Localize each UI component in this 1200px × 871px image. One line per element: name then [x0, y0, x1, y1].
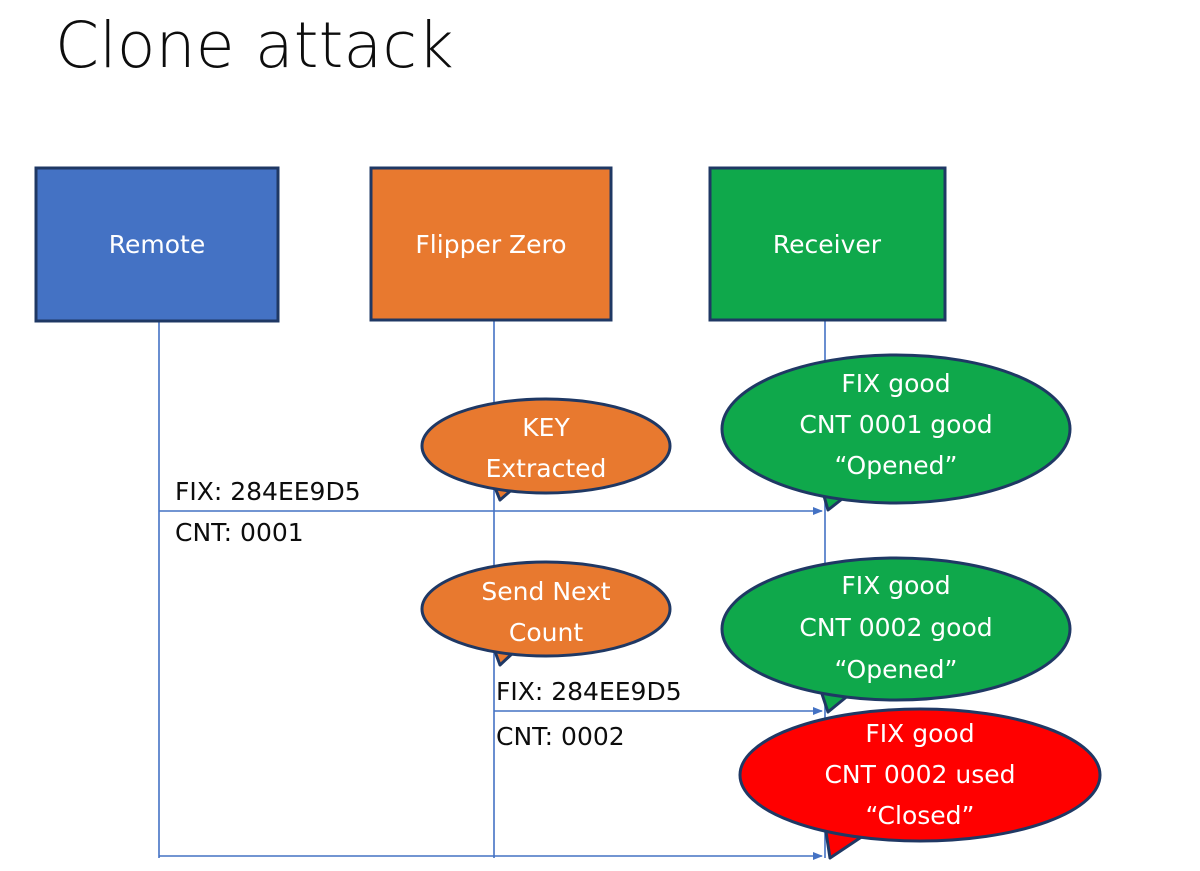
callout-key-extracted-line-2: Extracted	[486, 454, 607, 483]
callout-receiver-cnt-0002-used[interactable]: FIX good CNT 0002 used “Closed”	[738, 707, 1102, 860]
callout-body-key-extracted	[420, 397, 672, 495]
callout-receiver-cnt-0001-line-2: CNT 0001 good	[799, 410, 992, 439]
callout-key-extracted[interactable]: KEY Extracted	[420, 397, 672, 502]
callout-receiver-cnt-0001-line-3: “Opened”	[834, 451, 957, 480]
page-title: Clone attack	[55, 9, 454, 82]
callout-send-next-count-line-2: Count	[509, 618, 583, 647]
callout-body-receiver-cnt-0002-good	[720, 556, 1072, 702]
callout-send-next-count-line-1: Send Next	[481, 577, 610, 606]
callout-key-extracted-line-1: KEY	[522, 413, 570, 442]
actor-box-flipper-zero[interactable]: Flipper Zero	[369, 166, 613, 322]
callout-receiver-cnt-0002-used-line-1: FIX good	[865, 719, 974, 748]
actor-rect-remote	[34, 166, 280, 323]
actor-label-receiver: Receiver	[773, 230, 882, 259]
message-label-1: FIX: 284EE9D5 CNT: 0001	[175, 477, 361, 547]
actor-label-remote: Remote	[109, 230, 205, 259]
message-1-fix: FIX: 284EE9D5	[175, 477, 361, 506]
callout-send-next-count[interactable]: Send Next Count	[420, 560, 672, 667]
callout-receiver-cnt-0002-used-line-2: CNT 0002 used	[824, 760, 1015, 789]
message-1-cnt: CNT: 0001	[175, 518, 304, 547]
callout-receiver-cnt-0002-good-line-2: CNT 0002 good	[799, 613, 992, 642]
callout-body-receiver-cnt-0002-used	[738, 707, 1102, 843]
callout-body-send-next-count	[420, 560, 672, 658]
callout-receiver-cnt-0002-used-line-3: “Closed”	[866, 801, 975, 830]
actor-rect-flipper-zero	[369, 166, 613, 322]
callout-body-receiver-cnt-0001	[720, 353, 1072, 505]
callout-receiver-cnt-0001[interactable]: FIX good CNT 0001 good “Opened”	[720, 353, 1072, 512]
message-2-cnt: CNT: 0002	[496, 722, 625, 751]
actor-box-receiver[interactable]: Receiver	[708, 166, 947, 322]
actor-label-flipper-zero: Flipper Zero	[415, 230, 566, 259]
actor-rect-receiver	[708, 166, 947, 322]
callout-receiver-cnt-0002-good-line-1: FIX good	[841, 571, 950, 600]
callout-receiver-cnt-0002-good-line-3: “Opened”	[834, 655, 957, 684]
message-label-2: FIX: 284EE9D5 CNT: 0002	[496, 677, 682, 751]
actor-box-remote[interactable]: Remote	[34, 166, 280, 323]
callout-receiver-cnt-0002-good[interactable]: FIX good CNT 0002 good “Opened”	[720, 556, 1072, 714]
callout-receiver-cnt-0001-line-1: FIX good	[841, 369, 950, 398]
message-2-fix: FIX: 284EE9D5	[496, 677, 682, 706]
